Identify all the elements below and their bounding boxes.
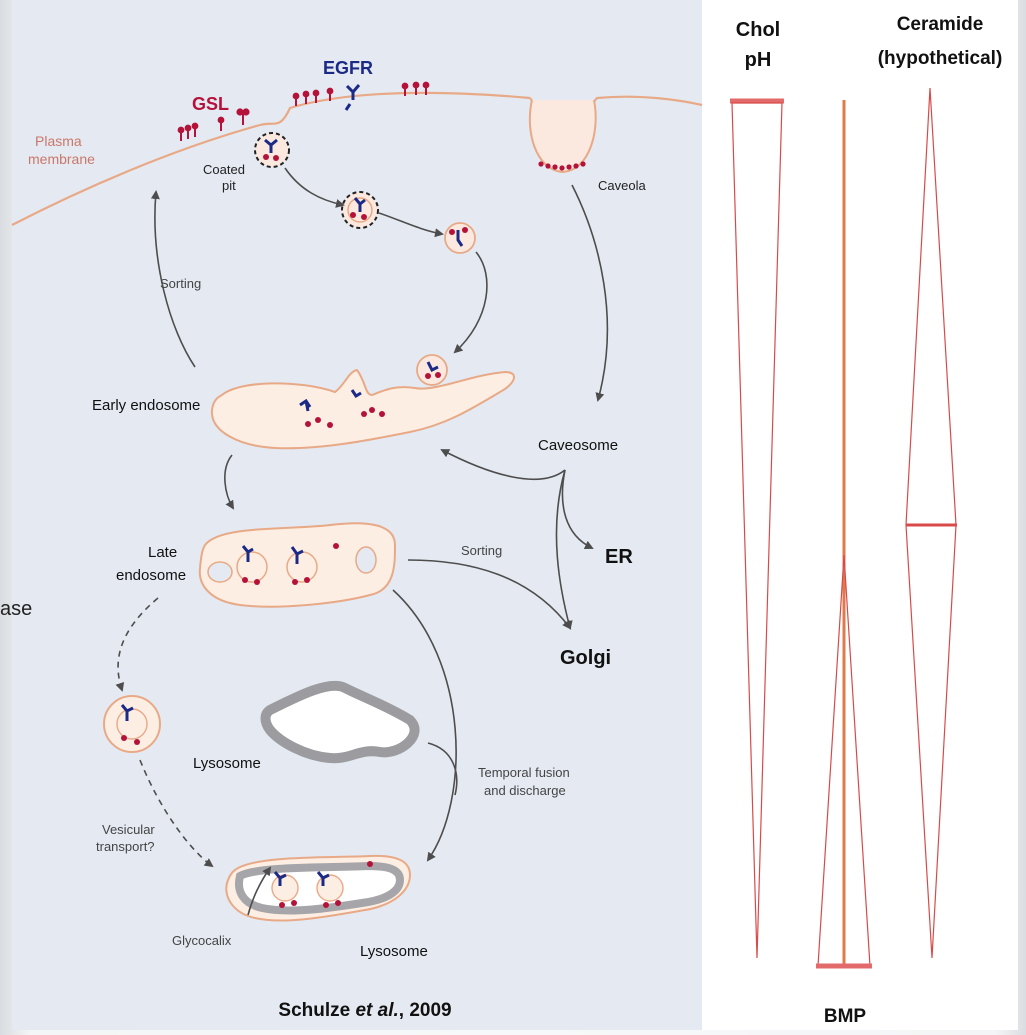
citation: Schulze et al., 2009 <box>205 1000 525 1022</box>
caveola-label: Caveola <box>598 178 646 193</box>
temporal-fusion-label-2: and discharge <box>484 783 566 798</box>
ph-label: pH <box>745 49 772 71</box>
caveosome-label: Caveosome <box>538 437 618 454</box>
citation-etal: et al. <box>355 1000 399 1021</box>
plasma-membrane-label-1: Plasma <box>35 133 82 149</box>
late-endosome <box>198 522 397 608</box>
egfr-receptor <box>344 84 361 111</box>
arrow-late-to-lysosome <box>392 589 457 862</box>
ceramide-label: Ceramide <box>897 14 984 35</box>
arrow-lysosome-fusion <box>427 742 458 796</box>
late-endosome-label-2: endosome <box>116 567 186 584</box>
bmp-label: BMP <box>824 1006 867 1027</box>
arrow-sorting-recycle <box>150 190 196 368</box>
gsl-molecules <box>177 81 430 141</box>
arrow-caveosome-to-er <box>561 469 594 550</box>
arrow-caveosome-to-golgi <box>555 469 573 630</box>
pathway-arrows <box>115 167 609 916</box>
gradient-labels: Chol pH Ceramide (hypothetical) BMP <box>736 14 1003 1027</box>
gradient-shapes <box>730 87 957 969</box>
citation-year: , 2009 <box>398 1000 452 1021</box>
coated-pit-label-1: Coated <box>203 162 245 177</box>
hypothetical-label: (hypothetical) <box>878 48 1003 69</box>
arrow-caveola-to-caveosome <box>571 184 609 402</box>
coated-pit-label-2: pit <box>222 178 236 193</box>
coated-pit <box>254 132 290 168</box>
chol-ph-wedge <box>731 102 783 959</box>
citation-authors: Schulze <box>278 1000 356 1021</box>
lysosome-lower <box>225 854 412 922</box>
early-endosome-label: Early endosome <box>92 397 200 414</box>
glycocalix-label: Glycocalix <box>172 933 232 948</box>
diagram-labels: GSL EGFR Plasma membrane Coated pit Cave… <box>28 58 646 960</box>
gsl-label: GSL <box>192 94 229 114</box>
vesicular-transport-label-1: Vesicular <box>102 822 155 837</box>
arrow-dashed-upper <box>115 597 159 692</box>
arrow-vesicle-to-vesicle <box>378 212 444 238</box>
er-label: ER <box>605 546 633 568</box>
vesicular-transport-label-2: transport? <box>96 839 155 854</box>
lysosome-upper-label: Lysosome <box>193 755 261 772</box>
arrow-late-to-golgi <box>407 559 572 630</box>
ceramide-diamond <box>905 87 957 959</box>
coated-vesicle <box>341 191 379 229</box>
sorting-right-label: Sorting <box>461 543 502 558</box>
fusing-vesicle <box>416 354 448 386</box>
temporal-fusion-label-1: Temporal fusion <box>478 765 570 780</box>
arrow-to-early-endosome <box>453 251 488 354</box>
caveola <box>528 99 597 174</box>
arrow-early-to-late <box>224 454 235 510</box>
transport-vesicle <box>103 695 161 753</box>
sorting-upper-label: Sorting <box>160 276 201 291</box>
late-endosome-label-1: Late <box>148 544 177 561</box>
lysosome-upper <box>260 680 420 764</box>
egfr-label: EGFR <box>323 58 373 78</box>
plasma-membrane-label-2: membrane <box>28 151 95 167</box>
cropped-text: ase <box>0 598 33 620</box>
chol-label: Chol <box>736 19 780 41</box>
uncoated-vesicle <box>444 222 476 254</box>
early-endosome <box>210 368 515 450</box>
arrow-caveosome-to-early <box>440 449 566 481</box>
arrow-pit-to-vesicle <box>284 167 345 208</box>
lysosome-lower-label: Lysosome <box>360 943 428 960</box>
golgi-label: Golgi <box>560 647 611 669</box>
arrow-glycocalix <box>247 866 272 916</box>
